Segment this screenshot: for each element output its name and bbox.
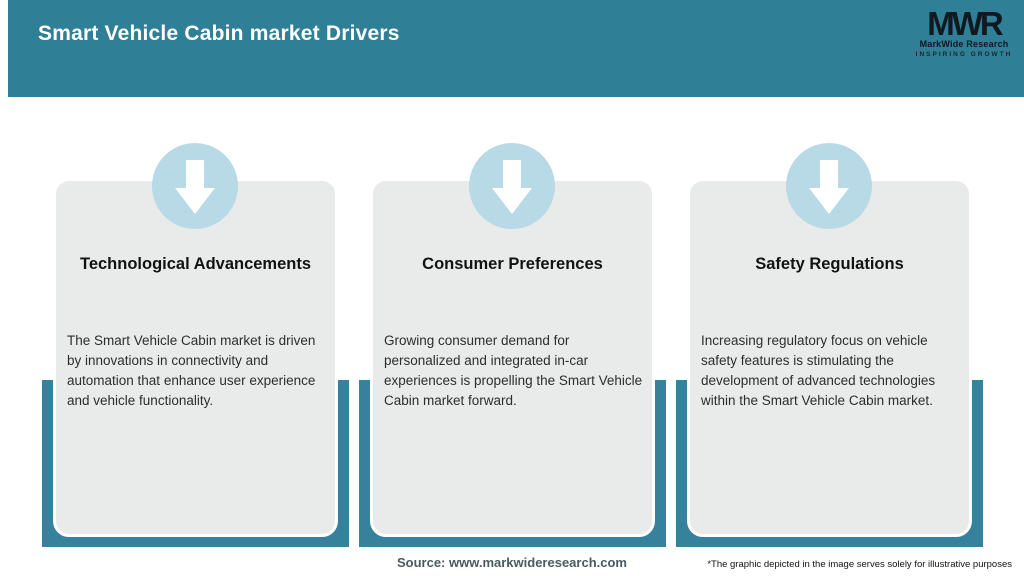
down-arrow-icon bbox=[489, 154, 535, 218]
driver-card: Technological Advancements The Smart Veh… bbox=[53, 178, 338, 537]
card-title: Consumer Preferences bbox=[422, 255, 603, 273]
card-title: Safety Regulations bbox=[755, 255, 904, 273]
logo-monogram: MWR bbox=[927, 5, 1003, 42]
down-arrow-icon bbox=[806, 154, 852, 218]
driver-card-group: Consumer Preferences Growing consumer de… bbox=[359, 143, 666, 547]
card-description: Increasing regulatory focus on vehicle s… bbox=[701, 333, 936, 408]
driver-card: Safety Regulations Increasing regulatory… bbox=[687, 178, 972, 537]
arrow-circle-badge bbox=[469, 143, 555, 229]
header-banner: Smart Vehicle Cabin market Drivers MWR M… bbox=[8, 0, 1024, 97]
card-description: The Smart Vehicle Cabin market is driven… bbox=[67, 333, 316, 408]
driver-card: Consumer Preferences Growing consumer de… bbox=[370, 178, 655, 537]
page-title: Smart Vehicle Cabin market Drivers bbox=[38, 22, 400, 45]
source-text: Source: www.markwideresearch.com bbox=[396, 555, 627, 570]
brand-logo: MWR MarkWide Research INSPIRING GROWTH bbox=[914, 5, 1014, 59]
logo-tagline: INSPIRING GROWTH bbox=[915, 51, 1013, 58]
logo-name: MarkWide Research bbox=[919, 39, 1009, 49]
driver-card-group: Technological Advancements The Smart Veh… bbox=[42, 143, 349, 547]
driver-card-group: Safety Regulations Increasing regulatory… bbox=[676, 143, 983, 547]
arrow-circle-badge bbox=[152, 143, 238, 229]
card-title: Technological Advancements bbox=[79, 255, 312, 273]
card-description: Growing consumer demand for personalized… bbox=[384, 333, 643, 408]
arrow-circle-badge bbox=[786, 143, 872, 229]
disclaimer-text: *The graphic depicted in the image serve… bbox=[707, 559, 1012, 570]
down-arrow-icon bbox=[172, 154, 218, 218]
